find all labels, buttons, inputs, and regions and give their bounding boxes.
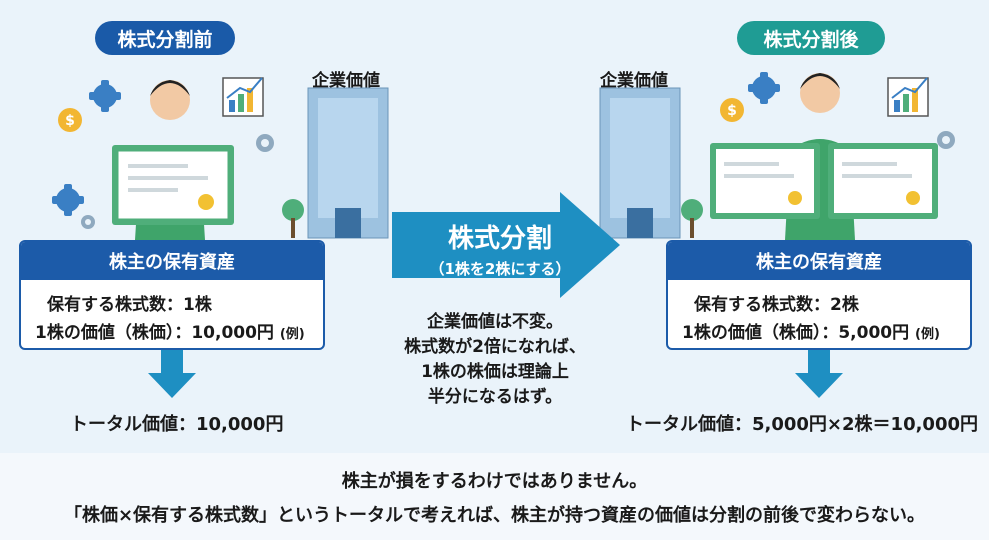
gear-icon [52,184,84,216]
coin-icon: $ [720,98,744,122]
gear-icon [937,131,955,149]
panel-title: 株主の保有資産 [668,242,970,280]
building-label-right: 企業価値 [600,71,668,91]
certificate-after-2 [828,143,938,219]
shares-row: 保有する株式数：1株 [47,295,212,315]
total-after: トータル価値：5,000円×2株＝10,000円 [626,414,979,435]
price-value: 1株の価値（株価）：5,000円 [682,323,910,343]
center-note: 企業価値は不変。 株式数が2倍になれば、 1株の株価は理論上 半分になるはず。 [390,310,600,410]
split-arrow-title: 株式分割 [447,224,552,254]
example-note: (例) [915,327,940,342]
center-note-line: 半分になるはず。 [427,387,563,407]
gear-icon [81,215,95,229]
chart-icon [222,77,264,117]
split-arrow [392,192,620,298]
gear-icon [256,134,274,152]
footer: 株主が損をするわけではありません。 「株価×保有する株式数」というトータルで考え… [0,453,989,540]
building-label-left: 企業価値 [312,71,380,91]
after-badge: 株式分割後 [737,21,885,55]
holdings-panel-before: 株主の保有資産 保有する株式数：1株 1株の価値（株価）：10,000円 (例) [19,240,325,350]
svg-text:$: $ [65,113,75,129]
split-arrow-subtitle: （1株を2株にする） [429,260,571,278]
gear-icon [89,80,121,112]
center-note-line: 企業価値は不変。 [427,312,563,332]
shares-row: 保有する株式数：2株 [694,295,859,315]
total-before: トータル価値：10,000円 [70,414,284,435]
svg-text:$: $ [727,103,737,119]
certificate-before [112,145,234,225]
footer-line-1: 株主が損をするわけではありません。 [341,471,648,492]
coin-icon: $ [58,108,82,132]
down-arrow-right [795,350,843,398]
building-icon-right [599,87,703,239]
footer-line-2: 「株価×保有する株式数」というトータルで考えれば、株主が持つ資産の価値は分割の前… [63,505,926,526]
down-arrow-left [148,350,196,398]
illustrations: $ [52,72,955,398]
certificate-after-1 [710,143,820,219]
price-row: 1株の価値（株価）：5,000円 (例) [682,318,940,343]
example-note: (例) [279,327,305,342]
building-icon-left [282,87,389,239]
chart-icon [887,77,929,117]
center-note-line: 株式数が2倍になれば、 [404,337,586,357]
panel-title: 株主の保有資産 [21,242,323,280]
holdings-panel-after: 株主の保有資産 保有する株式数：2株 1株の価値（株価）：5,000円 (例) [666,240,972,350]
gear-icon [748,72,780,104]
before-badge: 株式分割前 [95,21,235,55]
price-value: 1株の価値（株価）：10,000円 [35,323,274,343]
price-row: 1株の価値（株価）：10,000円 (例) [35,318,305,343]
center-note-line: 1株の株価は理論上 [421,362,569,382]
